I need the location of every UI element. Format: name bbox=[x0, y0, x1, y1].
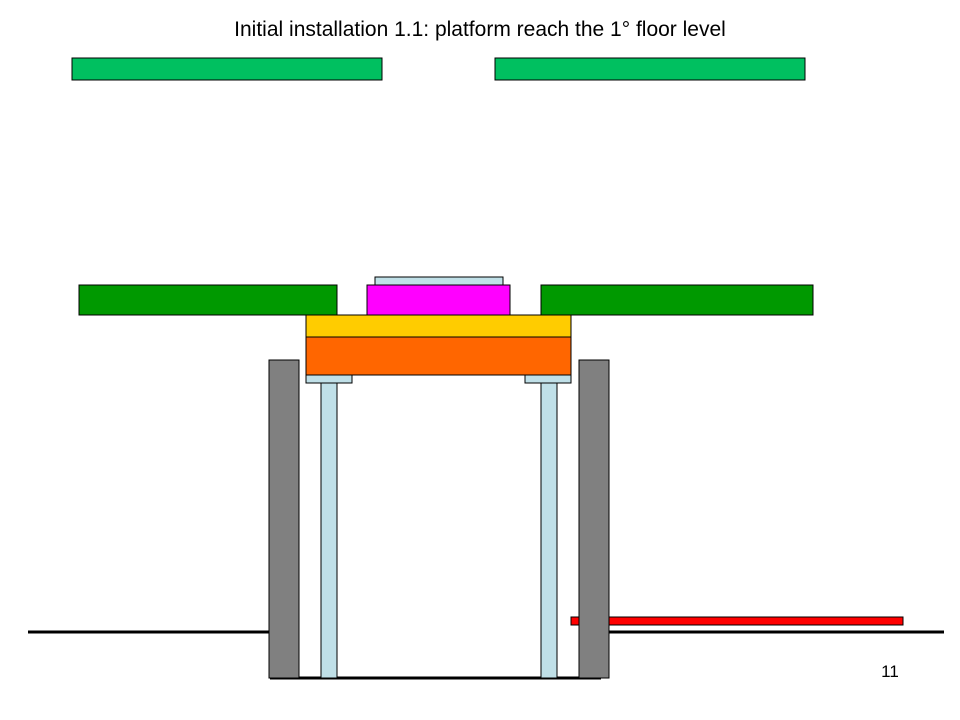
platform-orange-layer bbox=[305, 336, 572, 376]
red-rail bbox=[570, 616, 904, 626]
upper-floor-slab-right bbox=[494, 57, 806, 81]
mast-right bbox=[540, 381, 558, 679]
slide-title: Initial installation 1.1: platform reach… bbox=[234, 18, 726, 41]
page-number: 11 bbox=[881, 662, 899, 681]
mast-left bbox=[320, 381, 338, 679]
upper-floor-slab-left bbox=[71, 57, 383, 81]
top-cap-strip bbox=[374, 276, 504, 286]
pit-wall-right bbox=[578, 359, 610, 679]
magenta-block bbox=[366, 284, 511, 316]
mast-cap-left bbox=[305, 374, 353, 384]
first-floor-slab-right bbox=[540, 284, 814, 316]
platform-yellow-layer bbox=[305, 314, 572, 338]
pit-wall-left bbox=[268, 359, 300, 679]
first-floor-slab-left bbox=[78, 284, 338, 316]
mast-cap-right bbox=[524, 374, 572, 384]
